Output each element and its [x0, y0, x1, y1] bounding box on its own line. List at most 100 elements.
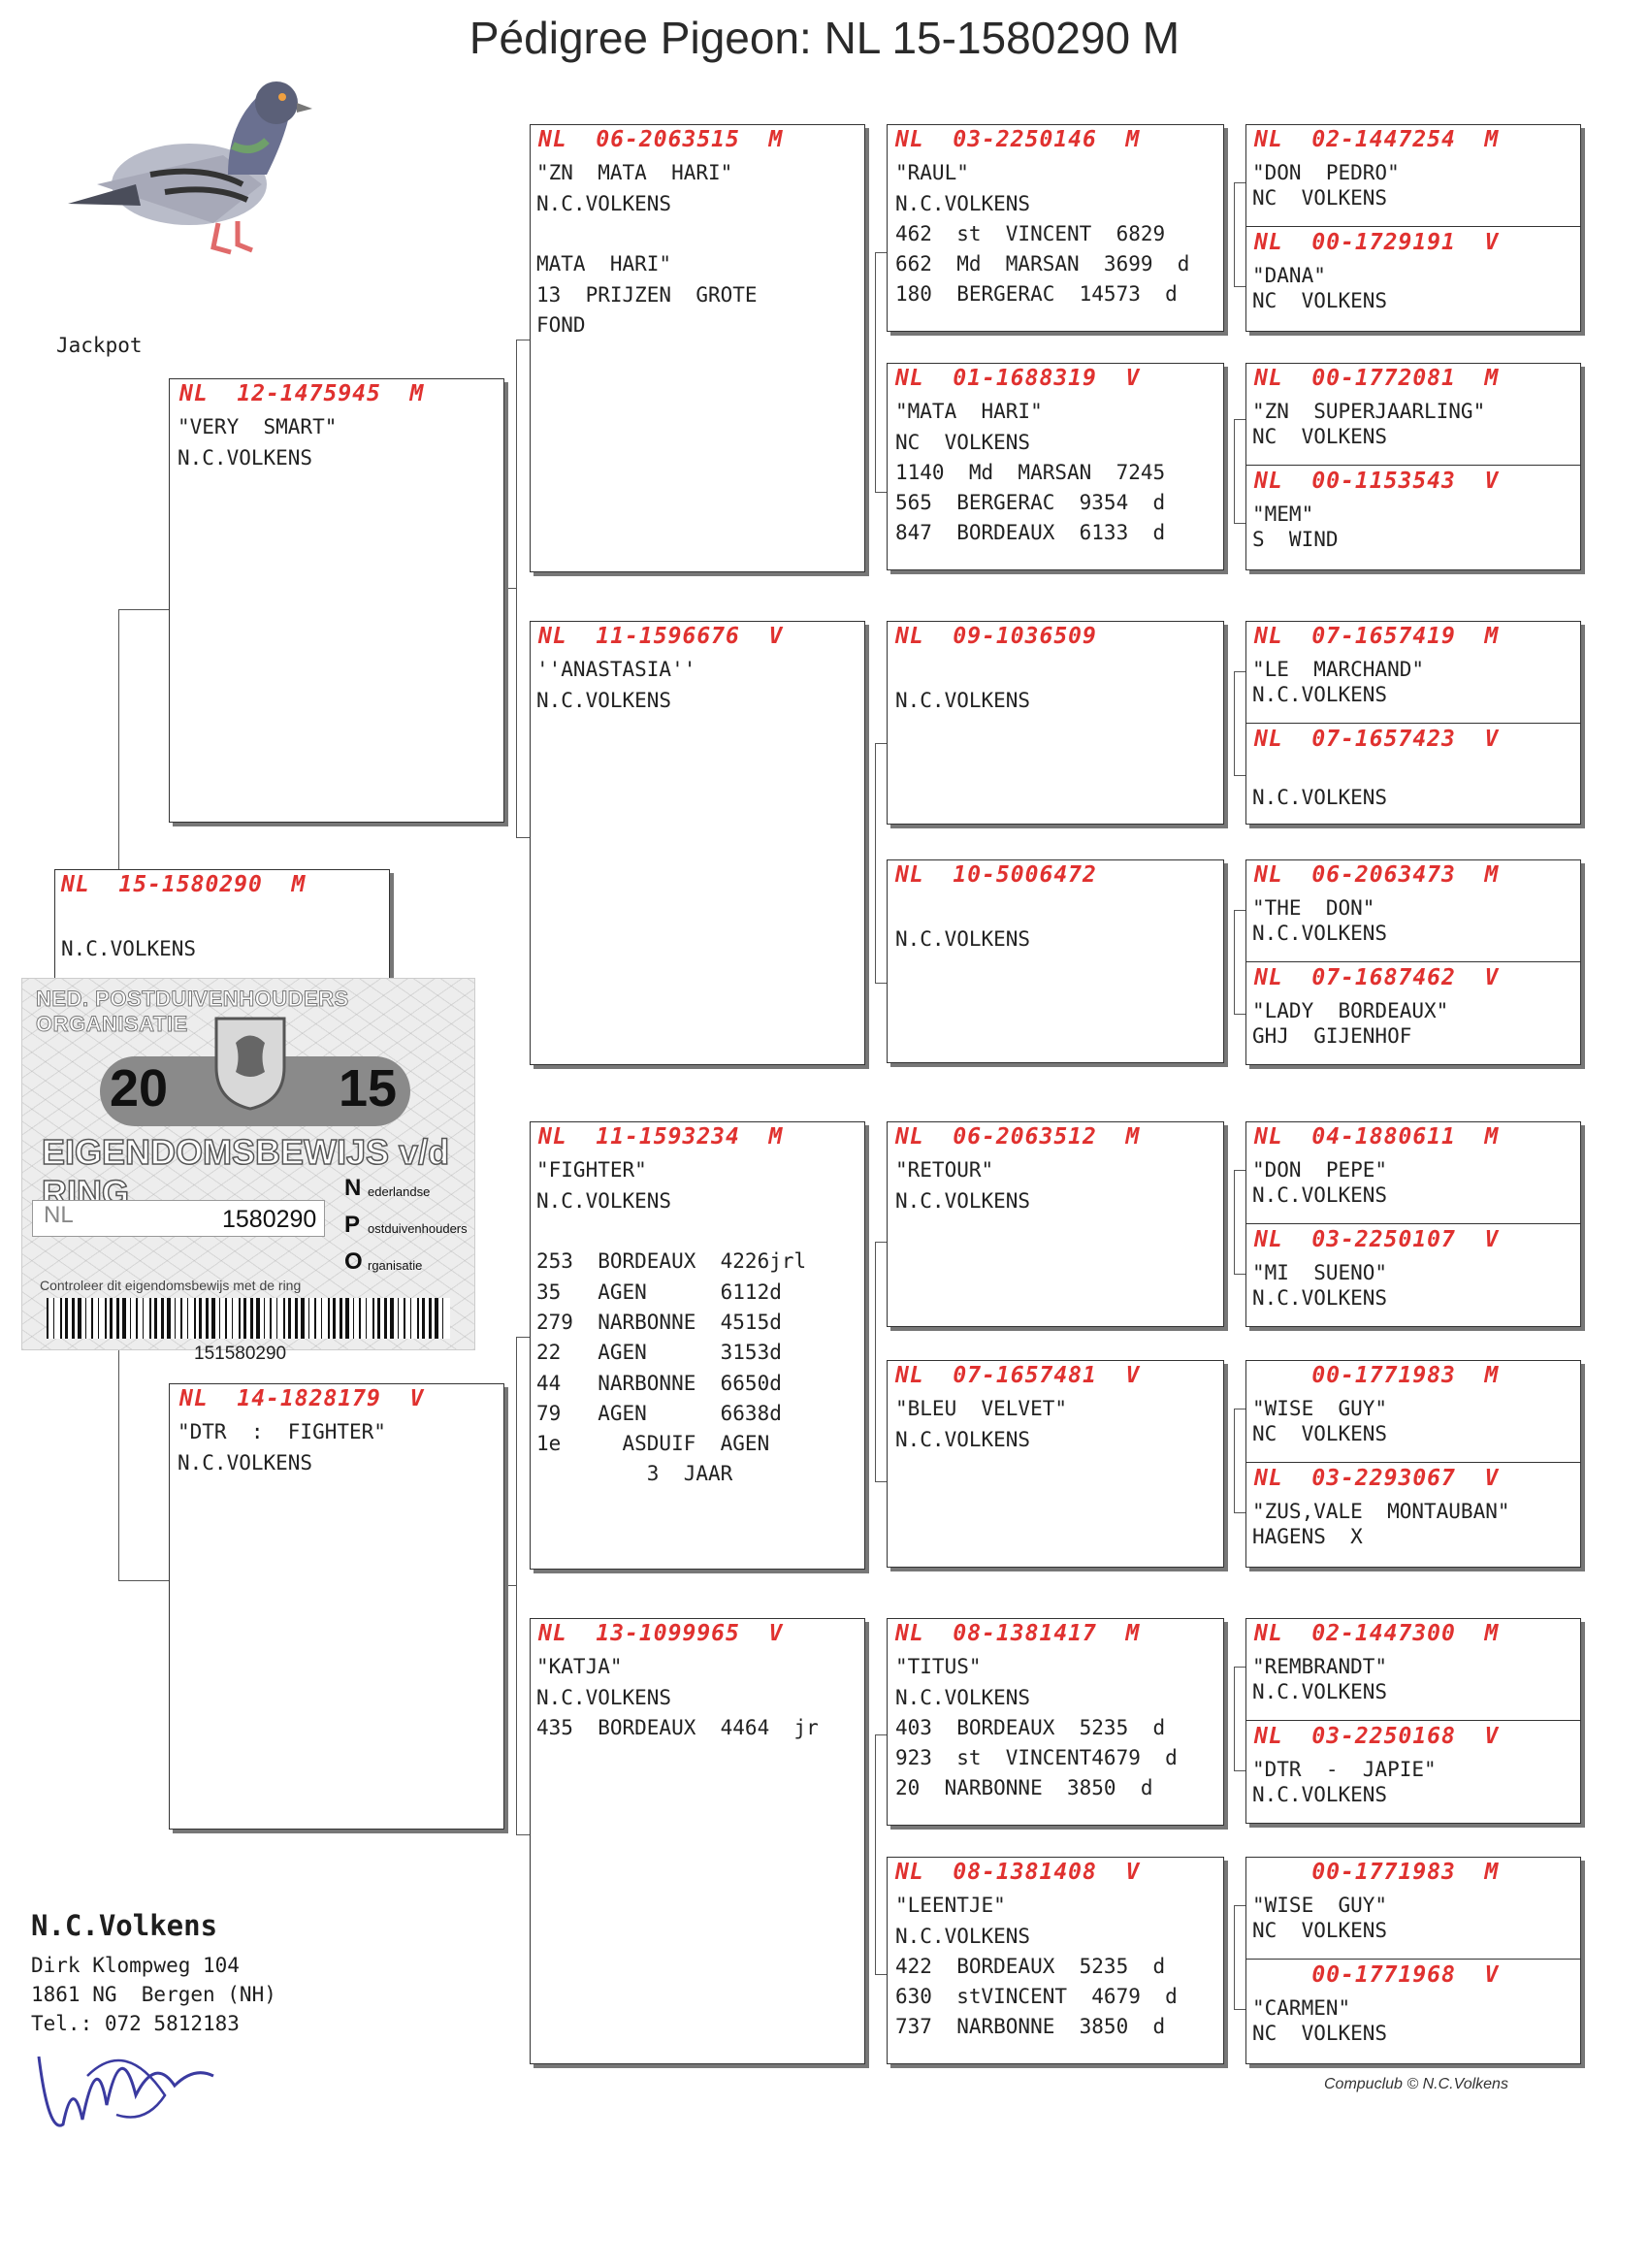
- gen4-line: "DTR - JAPIE": [1252, 1758, 1437, 1781]
- gen4-line: N.C.VOLKENS: [1252, 1783, 1388, 1806]
- owner-phone: Tel.: 072 5812183: [31, 2012, 240, 2035]
- gen4-line: "LADY BORDEAUX": [1252, 999, 1449, 1022]
- grandparent-line: "ZN MATA HARI": [536, 161, 733, 184]
- barcode-bar: [85, 1298, 86, 1339]
- gen4-divider: [1246, 723, 1580, 724]
- grandparent-line: 13 PRIJZEN GROTE: [536, 283, 758, 307]
- barcode-bar: [333, 1298, 336, 1339]
- connector-dam-stub: [504, 1585, 516, 1586]
- gen4-ring: NL 07-1657419 M: [1254, 624, 1500, 649]
- gen4-ring: NL 00-1729191 V: [1254, 230, 1500, 255]
- great-grandparent-line: 737 NARBONNE 3850 d: [895, 2015, 1166, 2038]
- gen4-divider: [1246, 961, 1580, 962]
- great-grandparent-ring: NL 03-2250146 M: [895, 127, 1141, 152]
- grandparent-ring: NL 11-1593234 M: [538, 1124, 784, 1150]
- grandparent-line: N.C.VOLKENS: [536, 1189, 672, 1213]
- connector-ggp7: [1234, 1667, 1246, 1771]
- barcode-bar: [256, 1298, 260, 1339]
- gen4-box: NL 06-2063473 M "THE DON" N.C.VOLKENS NL…: [1245, 859, 1581, 1065]
- connector-ggp6: [1234, 1409, 1246, 1513]
- gen4-line: N.C.VOLKENS: [1252, 786, 1388, 809]
- barcode-number: 151580290: [194, 1344, 287, 1364]
- great-grandparent-line: N.C.VOLKENS: [895, 689, 1031, 712]
- great-grandparent-box: NL 09-1036509 N.C.VOLKENS: [887, 621, 1224, 825]
- barcode-bar: [219, 1298, 220, 1339]
- grandparent-line: MATA HARI": [536, 252, 672, 275]
- card-npo-word: ederlandse: [368, 1184, 431, 1199]
- grandparent-line: FOND: [536, 313, 586, 337]
- barcode-bar: [136, 1298, 138, 1339]
- gen4-line: "DANA": [1252, 264, 1326, 287]
- card-npo-letter: P: [344, 1212, 361, 1238]
- barcode-bar: [410, 1298, 411, 1339]
- barcode-bar: [167, 1298, 171, 1339]
- great-grandparent-line: N.C.VOLKENS: [895, 192, 1031, 215]
- owner-name: N.C.Volkens: [31, 1909, 218, 1942]
- gen4-ring: NL 07-1657423 V: [1254, 727, 1500, 752]
- barcode-bar: [301, 1298, 305, 1339]
- grandparent-ring: NL 11-1596676 V: [538, 624, 784, 649]
- barcode-bar: [78, 1298, 81, 1339]
- gen4-line: NC VOLKENS: [1252, 289, 1388, 312]
- subject-box: NL 15-1580290 M N.C.VOLKENS: [54, 869, 390, 993]
- dam-box: NL 14-1828179 V "DTR : FIGHTER" N.C.VOLK…: [169, 1383, 504, 1830]
- great-grandparent-line: "RAUL": [895, 161, 969, 184]
- gen4-line: NC VOLKENS: [1252, 425, 1388, 448]
- footer-credit: Compuclub © N.C.Volkens: [1324, 2076, 1508, 2092]
- card-ring-field: [32, 1200, 325, 1237]
- sire-line: "VERY SMART": [178, 415, 338, 438]
- connector-gp4: [875, 1734, 888, 1975]
- card-year-left: 20: [110, 1059, 169, 1118]
- barcode-bar: [105, 1298, 107, 1339]
- barcode-bar: [53, 1298, 54, 1339]
- barcode-bar: [98, 1298, 99, 1339]
- great-grandparent-ring: NL 07-1657481 V: [895, 1363, 1141, 1388]
- barcode-bar: [422, 1298, 425, 1339]
- gen4-line: "ZUS,VALE MONTAUBAN": [1252, 1500, 1510, 1523]
- grandparent-line: ''ANASTASIA'': [536, 658, 696, 681]
- page-title: Pédigree Pigeon: NL 15-1580290 M: [469, 13, 1180, 63]
- barcode-bar: [175, 1298, 176, 1339]
- connector-ggp8: [1234, 1905, 1246, 2010]
- barcode-bar: [359, 1298, 361, 1339]
- gen4-ring: NL 06-2063473 M: [1254, 862, 1500, 888]
- card-npo-letter: N: [344, 1175, 362, 1201]
- gen4-ring: NL 03-2250107 V: [1254, 1227, 1500, 1252]
- great-grandparent-line: "TITUS": [895, 1655, 982, 1678]
- gen4-box: 00-1771983 M "WISE GUY" NC VOLKENS 00-17…: [1245, 1857, 1581, 2064]
- barcode-bar: [116, 1298, 119, 1339]
- connector-sire: [516, 340, 531, 838]
- grandparent-line: N.C.VOLKENS: [536, 689, 672, 712]
- gen4-ring: 00-1771983 M: [1254, 1363, 1500, 1388]
- barcode-bar: [270, 1298, 272, 1339]
- grandparent-line: 279 NARBONNE 4515d: [536, 1311, 782, 1334]
- great-grandparent-ring: NL 08-1381408 V: [895, 1860, 1141, 1885]
- barcode-bar: [65, 1298, 68, 1339]
- gen4-line: N.C.VOLKENS: [1252, 1183, 1388, 1207]
- great-grandparent-ring: NL 01-1688319 V: [895, 366, 1141, 391]
- great-grandparent-ring: NL 09-1036509: [895, 624, 1097, 649]
- great-grandparent-line: 20 NARBONNE 3850 d: [895, 1776, 1153, 1799]
- gen4-line: "WISE GUY": [1252, 1397, 1388, 1420]
- great-grandparent-line: N.C.VOLKENS: [895, 927, 1031, 951]
- connector-gp1: [875, 252, 888, 493]
- great-grandparent-ring: NL 08-1381417 M: [895, 1621, 1141, 1646]
- owner-address: 1861 NG Bergen (NH): [31, 1983, 276, 2006]
- gen4-line: HAGENS X: [1252, 1525, 1363, 1548]
- barcode-bar: [187, 1298, 188, 1339]
- grandparent-line: 35 AGEN 6112d: [536, 1280, 782, 1304]
- barcode-bar: [276, 1298, 277, 1339]
- connector-sire-stub: [504, 588, 516, 589]
- barcode-bar: [199, 1298, 202, 1339]
- barcode-bar: [345, 1298, 349, 1339]
- barcode-bar: [321, 1298, 322, 1339]
- gen4-divider: [1246, 1462, 1580, 1463]
- great-grandparent-line: 403 BORDEAUX 5235 d: [895, 1716, 1166, 1739]
- card-ring-number: 1580290: [222, 1206, 317, 1233]
- gen4-line: "THE DON": [1252, 896, 1375, 920]
- great-grandparent-line: 462 st VINCENT 6829: [895, 222, 1166, 245]
- connector-ggp2: [1234, 419, 1246, 524]
- barcode-bar: [206, 1298, 209, 1339]
- great-grandparent-line: N.C.VOLKENS: [895, 1189, 1031, 1213]
- great-grandparent-line: 662 Md MARSAN 3699 d: [895, 252, 1190, 275]
